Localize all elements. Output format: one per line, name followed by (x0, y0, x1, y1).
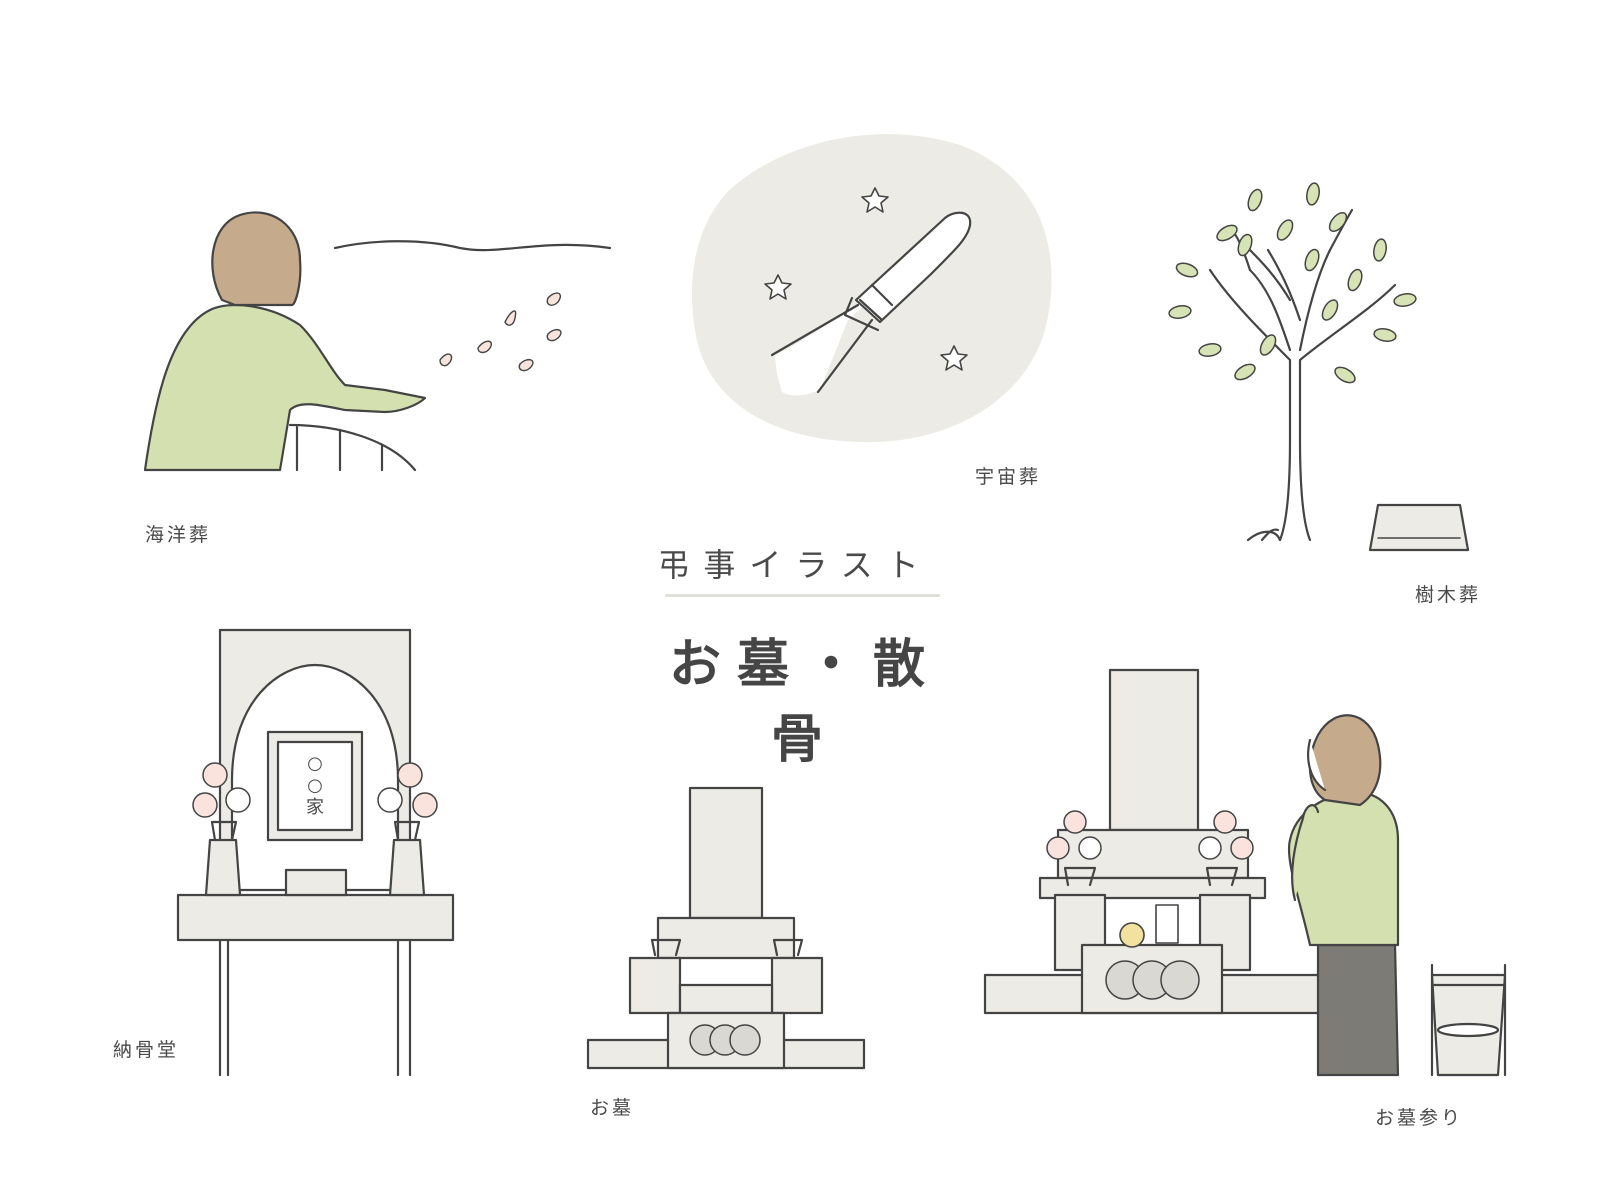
plaque-mark-2: ○ (307, 775, 323, 796)
ossuary-illustration (176, 628, 455, 1077)
plaque-family-char: 家 (306, 797, 324, 818)
space-burial-illustration (691, 134, 1052, 443)
label-sea-burial: 海洋葬 (145, 524, 212, 546)
ossuary-plaque: ○ ○ 家 (278, 742, 352, 830)
label-ossuary: 納骨堂 (113, 1039, 180, 1061)
plaque-mark-1: ○ (307, 753, 323, 774)
title-divider (665, 594, 940, 597)
grave-visit-illustration (983, 668, 1507, 1077)
grave-illustration (586, 786, 866, 1070)
page-subtitle: 弔事イラスト (657, 546, 933, 584)
page-title: お墓・散骨 (668, 635, 941, 770)
label-grave-visit: お墓参り (1375, 1107, 1464, 1129)
tree-burial-illustration (1168, 182, 1470, 552)
sea-burial-illustration (143, 211, 612, 472)
label-space-burial: 宇宙葬 (975, 466, 1042, 488)
label-tree-burial: 樹木葬 (1415, 584, 1482, 606)
label-grave: お墓 (590, 1097, 635, 1119)
